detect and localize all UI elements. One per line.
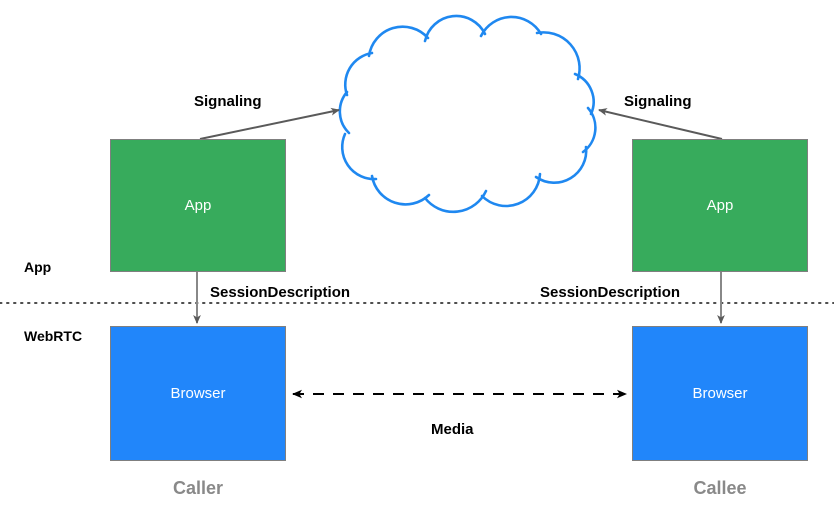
node-browser-left-label: Browser [170,385,226,402]
media-label: Media [431,421,474,438]
node-browser-right-label: Browser [692,385,748,402]
signaling-left-label: Signaling [194,93,262,110]
node-app-left[interactable]: App [110,139,286,272]
signaling-right-label: Signaling [624,93,692,110]
signaling-right-arrow [598,108,723,140]
session-description-left-label: SessionDescription [210,284,351,301]
role-label-callee: Callee [693,478,747,498]
cloud-icon [338,14,597,214]
node-app-right[interactable]: App [632,139,808,272]
layer-label-webrtc: WebRTC [24,328,83,344]
node-browser-right[interactable]: Browser [632,326,808,461]
node-app-left-label: App [184,197,212,214]
signaling-left-arrow [199,107,340,140]
node-app-right-label: App [706,197,734,214]
layer-label-app: App [24,259,52,275]
role-label-caller: Caller [172,478,224,498]
session-description-right-label: SessionDescription [540,284,681,301]
node-browser-left[interactable]: Browser [110,326,286,461]
